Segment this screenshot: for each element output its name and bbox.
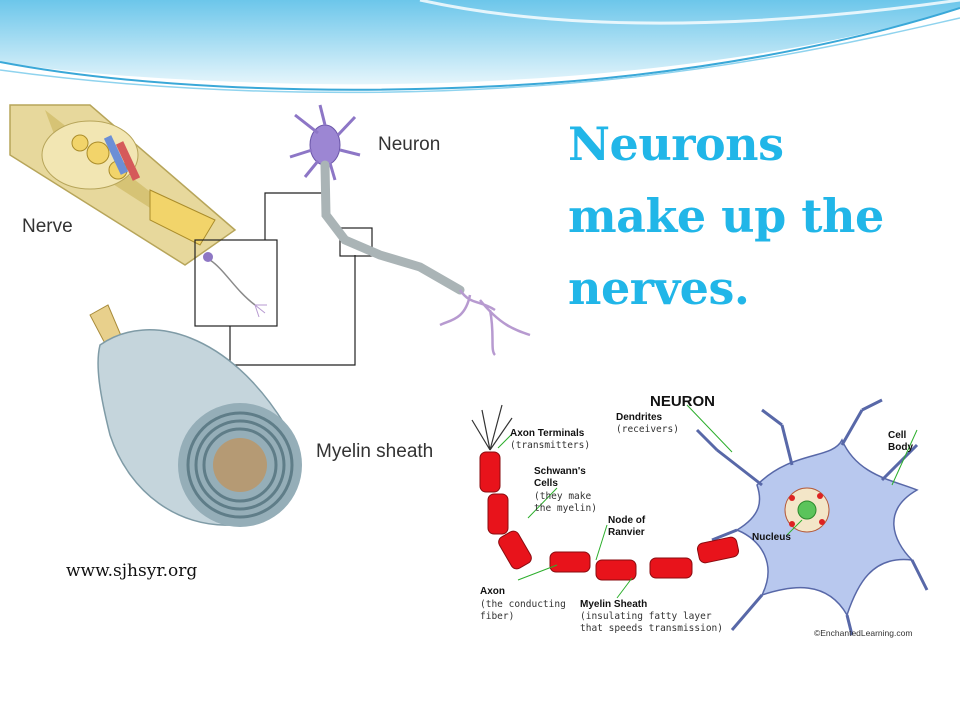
axon-terminals-note: (transmitters): [510, 440, 590, 451]
schwanns-cells-label-2: Cells: [534, 478, 558, 489]
myelin-note-1: (insulating fatty layer: [580, 611, 712, 622]
neuron-drawing: [289, 104, 531, 356]
credit-text: ©EnchantedLearning.com: [814, 628, 912, 638]
schwanns-note-1: (they make: [534, 491, 591, 502]
title-line-1: Neurons: [568, 117, 784, 171]
node-of-ranvier-label-2: Ranvier: [608, 527, 645, 538]
dendrites-note: (receivers): [616, 424, 679, 435]
slide-title: Neurons make up the nerves.: [568, 108, 948, 324]
axon-note-1: (the conducting: [480, 599, 566, 610]
header-wave-decoration: [0, 0, 960, 94]
axon-label: Axon: [480, 586, 505, 597]
nerve-label: Nerve: [22, 216, 73, 237]
dendrites-label: Dendrites: [616, 412, 663, 423]
inset-box: [194, 239, 278, 327]
cell-body-label-1: Cell: [888, 430, 907, 441]
title-line-2: make up the: [568, 189, 884, 243]
title-line-3: nerves.: [568, 261, 750, 315]
schwanns-cells-label-1: Schwann's: [534, 466, 586, 477]
source-url: www.sjhsyr.org: [66, 561, 198, 581]
myelin-sheath-drawing: [89, 304, 302, 527]
axon-drawing: [471, 404, 740, 581]
myelin-sheath-label: Myelin sheath: [316, 441, 433, 462]
nerve-illustration: Nerve Neuron: [0, 95, 550, 535]
neuron-label: Neuron: [378, 134, 440, 155]
cell-body-drawing: [695, 398, 929, 636]
axon-note-2: fiber): [480, 611, 514, 622]
node-of-ranvier-label-1: Node of: [608, 515, 646, 526]
neuron-diagram-title: NEURON: [650, 393, 715, 410]
neuron-diagram: NEURON: [462, 390, 932, 640]
nerve-bundle-drawing: [9, 104, 237, 266]
myelin-sheath-diagram-label: Myelin Sheath: [580, 599, 647, 610]
schwanns-note-2: the myelin): [534, 503, 597, 514]
cell-body-label-2: Body: [888, 442, 913, 453]
myelin-note-2: that speeds transmission): [580, 623, 723, 634]
axon-terminals-label: Axon Terminals: [510, 428, 585, 439]
nucleus-label: Nucleus: [752, 532, 791, 543]
